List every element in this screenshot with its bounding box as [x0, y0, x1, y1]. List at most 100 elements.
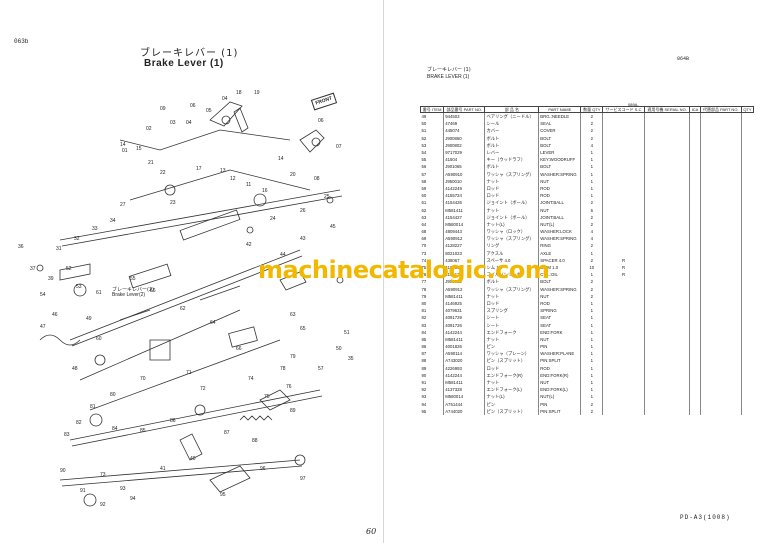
row-name-jp: ロッド — [484, 299, 539, 308]
row-item: 76 — [421, 272, 427, 278]
row-sc — [602, 112, 645, 121]
row-item: 58 — [421, 178, 427, 184]
row-sc — [602, 328, 645, 336]
svg-text:16: 16 — [262, 188, 268, 194]
svg-text:04: 04 — [186, 120, 192, 126]
row-qty: 2 — [580, 220, 603, 228]
row-name-jp: ピン（スプリット） — [484, 407, 539, 415]
svg-text:06: 06 — [190, 103, 196, 109]
row-ica — [689, 134, 701, 142]
row-name-jp: コイル（シリンダ） — [484, 271, 539, 279]
row-sc — [602, 350, 645, 358]
row-rep-part-no — [699, 407, 742, 415]
svg-text:05: 05 — [206, 108, 212, 114]
row-name-jp: ロッド — [484, 184, 539, 193]
svg-text:96: 96 — [260, 466, 266, 472]
row-qty: 1 — [580, 371, 603, 379]
row-name-jp: キー（ウッドラフ） — [484, 156, 539, 164]
svg-text:11: 11 — [246, 182, 251, 188]
svg-text:78: 78 — [280, 366, 286, 372]
svg-text:21: 21 — [148, 160, 154, 166]
svg-text:51: 51 — [344, 330, 350, 336]
svg-text:40: 40 — [190, 456, 196, 462]
row-item: 88 — [421, 358, 427, 364]
row-part-name: ROD — [538, 364, 581, 372]
row-rep-part-no — [699, 400, 742, 408]
row-part-name: BOLT — [538, 163, 581, 171]
row-qty: 2 — [580, 134, 603, 142]
row-name-jp: ワッシャ（スプリング） — [484, 285, 539, 293]
row-item: 70 — [421, 243, 427, 249]
row-name-jp: ナット — [484, 206, 539, 214]
row-part-no: 4091726 — [443, 321, 485, 329]
row-part-name: JOINT:BALL — [538, 213, 581, 221]
row-qty: 2 — [580, 285, 603, 293]
row-serial — [643, 177, 690, 185]
row-rep-part-no — [699, 292, 742, 300]
row-ica — [689, 249, 701, 257]
svg-text:75: 75 — [264, 394, 270, 400]
row-name-jp: カバー — [484, 127, 539, 135]
row-sc — [602, 364, 645, 372]
row-rep-part-no — [699, 335, 742, 343]
row-rep-part-no — [699, 134, 742, 142]
row-name-jp: ワッシャ（プレーン） — [484, 350, 539, 358]
row-ica — [689, 228, 701, 236]
row-part-no: 4001826 — [443, 343, 485, 351]
row-rep-qty — [740, 170, 754, 178]
col-serial: 適用号機 SERIAL NO. — [643, 106, 691, 113]
row-serial — [643, 335, 690, 343]
row-serial — [643, 120, 690, 128]
row-qty: 4 — [580, 235, 603, 243]
row-part-no: A751444 — [443, 400, 485, 408]
svg-text:14: 14 — [278, 156, 284, 162]
row-qty: 1 — [580, 163, 603, 171]
svg-text:74: 74 — [248, 376, 254, 382]
row-rep-qty — [740, 364, 754, 372]
row-serial — [643, 256, 690, 264]
svg-text:33: 33 — [92, 226, 98, 232]
row-serial — [643, 134, 690, 142]
row-rep-part-no — [699, 170, 742, 178]
row-qty: 2 — [580, 199, 603, 207]
row-part-no: M581411 — [443, 292, 485, 300]
row-name-jp: ナット — [484, 177, 539, 185]
col-sc: サービスコード S-C — [602, 106, 645, 113]
row-item: 75 — [421, 265, 427, 271]
svg-text:42: 42 — [246, 242, 252, 248]
row-ica — [689, 393, 701, 401]
row-ica — [689, 386, 701, 394]
row-sc — [602, 378, 645, 387]
row-part-no: A590114 — [443, 350, 485, 358]
row-qty: 2 — [580, 127, 603, 135]
row-name-jp: スプリング — [484, 307, 539, 315]
row-part-no: A590912 — [443, 285, 485, 293]
row-item: 95 — [421, 408, 427, 414]
row-serial — [643, 371, 690, 379]
diagram-linework — [36, 101, 344, 507]
row-item: 59 — [421, 185, 427, 191]
row-serial — [643, 357, 690, 365]
row-sc — [602, 148, 645, 157]
row-part-no: J950010 — [443, 177, 485, 185]
row-ica — [689, 350, 701, 358]
row-serial — [643, 148, 690, 157]
row-sc — [602, 213, 645, 221]
row-ica — [689, 400, 701, 408]
row-name-jp: ナット(L) — [484, 393, 539, 401]
row-sc — [602, 321, 645, 329]
row-serial — [643, 343, 690, 351]
table-code: 089A- — [628, 102, 639, 107]
row-part-no: M581411 — [443, 206, 485, 214]
watermark: machinecatalogic.com — [258, 256, 550, 284]
svg-text:84: 84 — [112, 426, 118, 432]
row-part-name: PIN — [538, 400, 581, 408]
row-rep-part-no — [699, 314, 742, 322]
svg-text:32: 32 — [74, 236, 80, 242]
row-name-jp: ナット — [484, 335, 539, 343]
